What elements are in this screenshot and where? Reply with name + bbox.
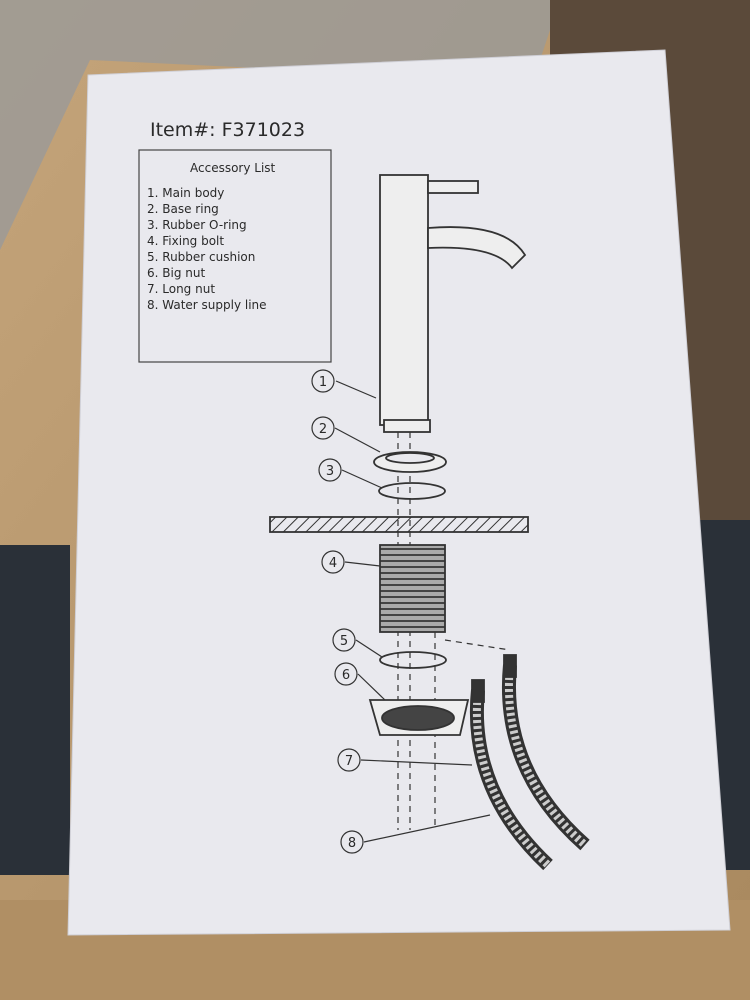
accessory-item: 5. Rubber cushion xyxy=(147,250,255,264)
faucet-diagram xyxy=(269,174,590,871)
item-number: Item#: F371023 xyxy=(150,119,305,141)
long-nut xyxy=(471,679,485,703)
callout-8: 8 xyxy=(348,836,356,851)
accessory-item: 8. Water supply line xyxy=(147,298,267,312)
main-body xyxy=(379,174,429,426)
countertop xyxy=(269,516,529,533)
callout-7: 7 xyxy=(345,754,353,769)
accessory-item: 3. Rubber O-ring xyxy=(147,218,247,232)
accessory-list-box xyxy=(138,149,332,363)
callout-1: 1 xyxy=(319,375,327,390)
accessory-item: 6. Big nut xyxy=(147,266,205,280)
fixing-bolt xyxy=(379,544,446,633)
long-nut xyxy=(503,654,517,678)
rubber-cushion xyxy=(379,651,447,669)
accessory-item: 1. Main body xyxy=(147,186,224,200)
callouts xyxy=(311,369,491,854)
accessory-item: 7. Long nut xyxy=(147,282,215,296)
rubber-o-ring xyxy=(378,482,446,500)
callout-2: 2 xyxy=(319,422,327,437)
accessory-item: 2. Base ring xyxy=(147,202,219,216)
callout-3: 3 xyxy=(326,464,334,479)
callout-4: 4 xyxy=(329,556,337,571)
callout-5: 5 xyxy=(340,634,348,649)
instruction-sheet xyxy=(67,49,731,936)
base-plate xyxy=(383,419,431,433)
faucet-spout xyxy=(427,226,527,270)
dark-panel-left xyxy=(0,545,70,875)
accessory-item: 4. Fixing bolt xyxy=(147,234,224,248)
faucet-handle xyxy=(427,180,479,194)
accessory-list-title: Accessory List xyxy=(190,161,276,175)
callout-6: 6 xyxy=(342,668,350,683)
